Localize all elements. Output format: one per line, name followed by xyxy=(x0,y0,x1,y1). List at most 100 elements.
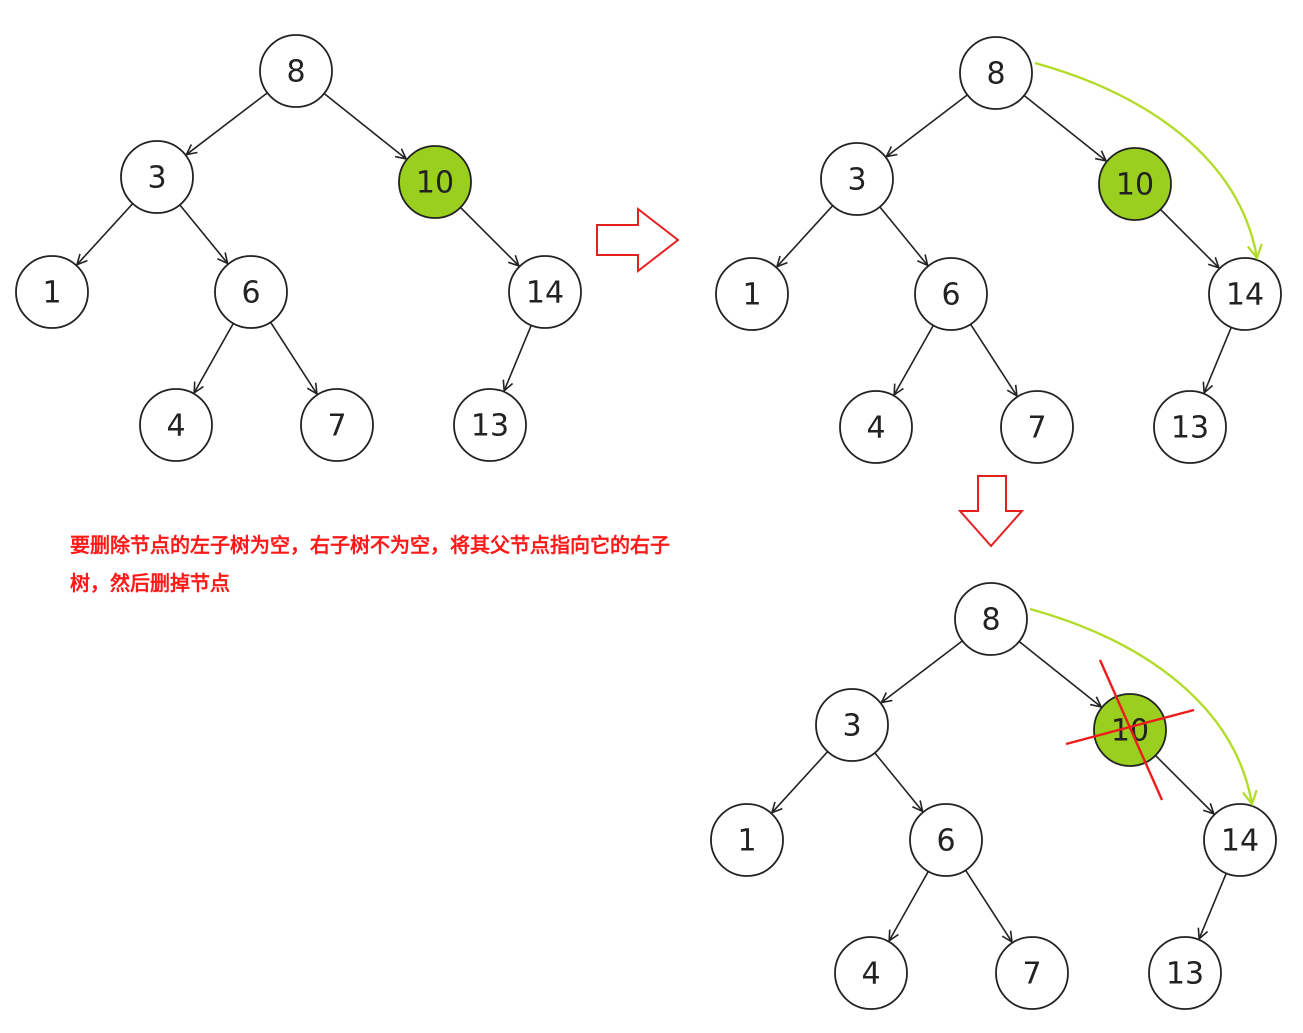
edge-3-1 xyxy=(772,751,829,813)
edge-14-13 xyxy=(504,324,532,391)
node-circle xyxy=(139,388,213,462)
edge-8-10 xyxy=(1018,640,1101,706)
edge-3-1 xyxy=(77,203,134,265)
node-1: 1 xyxy=(15,255,89,329)
node-4: 4 xyxy=(139,388,213,462)
node-circle xyxy=(259,34,333,108)
node-label: 8 xyxy=(286,55,305,90)
edge-3-6 xyxy=(879,206,928,265)
node-circle xyxy=(954,582,1028,656)
node-label: 4 xyxy=(166,409,185,444)
node-circle xyxy=(15,255,89,329)
node-circle xyxy=(839,390,913,464)
strike-line xyxy=(1065,708,1195,746)
edge-14-13 xyxy=(1199,872,1227,939)
node-circle xyxy=(959,36,1033,110)
node-circle xyxy=(398,145,472,219)
node-13: 13 xyxy=(1148,936,1222,1010)
node-circle xyxy=(820,142,894,216)
node-label: 6 xyxy=(936,824,955,859)
node-6: 6 xyxy=(214,255,288,329)
edge-10-14 xyxy=(1154,754,1213,813)
node-circle xyxy=(834,936,908,1010)
tree-before: 8 3 10 1 6 14 4 7 13 xyxy=(15,34,582,462)
node-7: 7 xyxy=(995,936,1069,1010)
node-circle xyxy=(815,688,889,762)
node-circle xyxy=(914,257,988,331)
edge-3-6 xyxy=(874,752,923,811)
node-label: 13 xyxy=(471,409,509,444)
node-circle xyxy=(453,388,527,462)
edge-6-7 xyxy=(969,323,1017,396)
node-14: 14 xyxy=(508,255,582,329)
edge-8-3 xyxy=(186,92,268,155)
node-4: 4 xyxy=(839,390,913,464)
node-label: 14 xyxy=(1226,278,1264,313)
node-circle xyxy=(710,803,784,877)
node-4: 4 xyxy=(834,936,908,1010)
node-label: 14 xyxy=(526,276,564,311)
node-label: 3 xyxy=(847,163,866,198)
node-label: 1 xyxy=(42,276,61,311)
node-14: 14 xyxy=(1208,257,1282,331)
edge-6-7 xyxy=(964,869,1012,942)
node-8: 8 xyxy=(259,34,333,108)
step-arrow-down-icon xyxy=(957,475,1025,548)
node-circle xyxy=(300,388,374,462)
node-1: 1 xyxy=(710,803,784,877)
node-circle xyxy=(1208,257,1282,331)
node-circle xyxy=(995,936,1069,1010)
node-label: 4 xyxy=(861,957,880,992)
node-6: 6 xyxy=(914,257,988,331)
node-10: 10 xyxy=(1098,147,1172,221)
edge-8-10 xyxy=(1023,94,1106,160)
edge-10-14 xyxy=(1159,208,1218,267)
node-label: 1 xyxy=(742,278,761,313)
node-10: 10 xyxy=(398,145,472,219)
delete-cross-mark xyxy=(1065,659,1195,801)
node-circle xyxy=(214,255,288,329)
redirect-pointer-arrow xyxy=(1034,61,1257,258)
edge-10-14 xyxy=(459,206,518,265)
node-label: 10 xyxy=(416,166,454,201)
node-label: 7 xyxy=(327,409,346,444)
edge-8-3 xyxy=(881,640,963,703)
node-7: 7 xyxy=(1000,390,1074,464)
node-label: 13 xyxy=(1171,411,1209,446)
node-circle xyxy=(1153,390,1227,464)
node-label: 13 xyxy=(1166,957,1204,992)
redirect-pointer-arrow xyxy=(1029,607,1252,804)
edge-6-4 xyxy=(889,870,930,940)
node-8: 8 xyxy=(959,36,1033,110)
node-1: 1 xyxy=(715,257,789,331)
edge-6-7 xyxy=(269,321,317,394)
node-8: 8 xyxy=(954,582,1028,656)
node-3: 3 xyxy=(820,142,894,216)
node-circle xyxy=(1000,390,1074,464)
node-circle xyxy=(1148,936,1222,1010)
node-label: 4 xyxy=(866,411,885,446)
node-7: 7 xyxy=(300,388,374,462)
edge-14-13 xyxy=(1204,326,1232,393)
edge-8-10 xyxy=(323,92,406,158)
node-label: 7 xyxy=(1027,411,1046,446)
node-label: 3 xyxy=(147,161,166,196)
node-14: 14 xyxy=(1203,803,1277,877)
node-label: 10 xyxy=(1116,168,1154,203)
node-label: 14 xyxy=(1221,824,1259,859)
node-circle xyxy=(120,140,194,214)
edge-8-3 xyxy=(886,94,968,157)
node-13: 13 xyxy=(1153,390,1227,464)
node-label: 6 xyxy=(241,276,260,311)
edge-3-6 xyxy=(179,204,228,263)
node-13: 13 xyxy=(453,388,527,462)
node-3: 3 xyxy=(120,140,194,214)
node-6: 6 xyxy=(909,803,983,877)
node-circle xyxy=(909,803,983,877)
node-label: 8 xyxy=(981,603,1000,638)
node-label: 8 xyxy=(986,57,1005,92)
node-circle xyxy=(508,255,582,329)
tree-redirect: 8 3 10 1 6 14 4 7 13 xyxy=(715,36,1282,464)
